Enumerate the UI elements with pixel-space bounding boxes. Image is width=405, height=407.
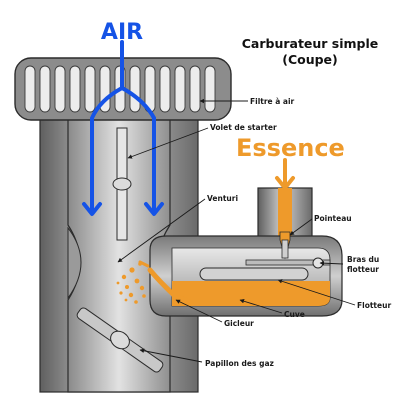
label-cuve: Cuve: [284, 310, 305, 319]
air-filter: [14, 57, 232, 121]
label-flotteur: Flotteur: [357, 301, 391, 310]
label-venturi: Venturi: [207, 194, 238, 203]
float-bowl: [149, 231, 343, 317]
fuel-jet: [138, 260, 193, 305]
fuel-spray: [116, 262, 146, 304]
leader-lines: [117, 98, 356, 363]
label-volet: Volet de starter: [210, 123, 277, 132]
air-flow-arrows: [82, 40, 164, 216]
label-bras-line2: flotteur: [347, 265, 379, 274]
diagram-title-line1: Carburateur simple: [242, 36, 379, 51]
label-bras-line1: Bras du: [347, 255, 379, 264]
air-label: AIR: [101, 20, 143, 45]
fuel-flow-arrow: [275, 158, 295, 190]
choke-valve: [112, 127, 132, 241]
label-gicleur: Gicleur: [224, 319, 254, 328]
fuel-label: Essence: [236, 134, 345, 162]
diagram-title-line2: (Coupe): [282, 52, 338, 67]
throttle-butterfly: [76, 307, 164, 373]
label-pointeau: Pointeau: [314, 214, 352, 223]
label-filtre: Filtre à air: [250, 97, 295, 106]
label-papillon: Papillon des gaz: [205, 359, 274, 368]
